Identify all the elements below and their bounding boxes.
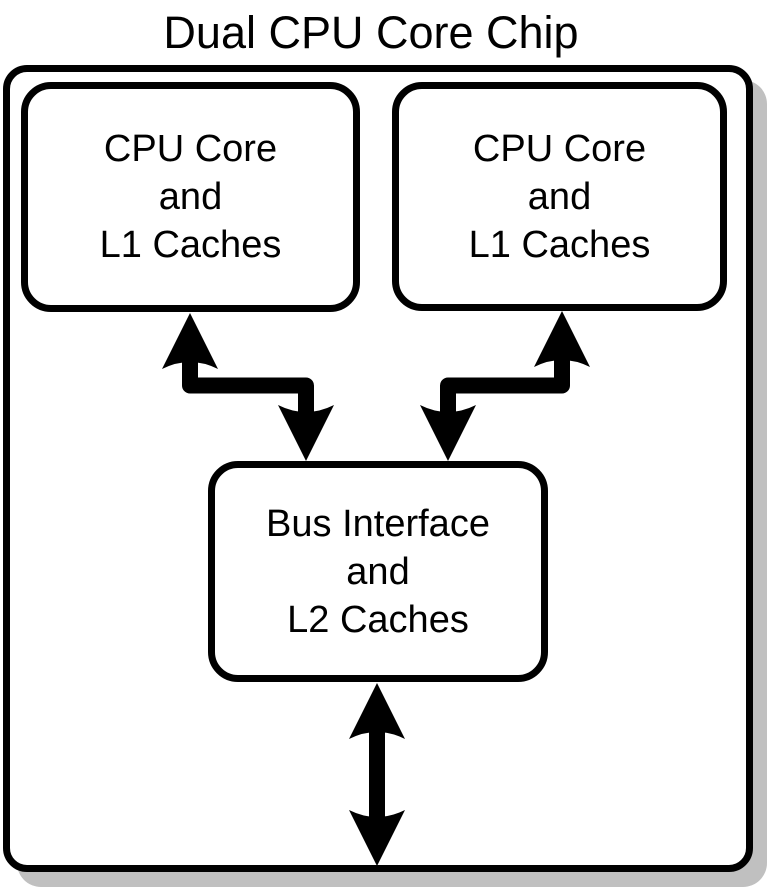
cpu-core-right-label-line1: CPU Core (472, 127, 647, 170)
cpu-core-left-label-line2: and (158, 176, 223, 218)
cpu-core-left-label-line1: CPU Core (103, 128, 278, 170)
bus-interface-label-line3: L2 Caches (287, 598, 469, 641)
cpu-core-left-label-line3: L1 Caches (99, 224, 282, 266)
cpu-core-left-box: CPU Core and L1 Caches (21, 82, 360, 312)
cpu-core-right-label-line2: and (527, 175, 592, 218)
bus-interface-box: Bus Interface and L2 Caches (208, 461, 548, 682)
bus-interface-label-line2: and (346, 550, 410, 593)
bus-interface-label-line1: Bus Interface (266, 502, 490, 545)
diagram-title: Dual CPU Core Chip (163, 7, 579, 58)
cpu-core-right-label-line3: L1 Caches (468, 223, 651, 266)
cpu-core-right-box: CPU Core and L1 Caches (392, 82, 727, 311)
